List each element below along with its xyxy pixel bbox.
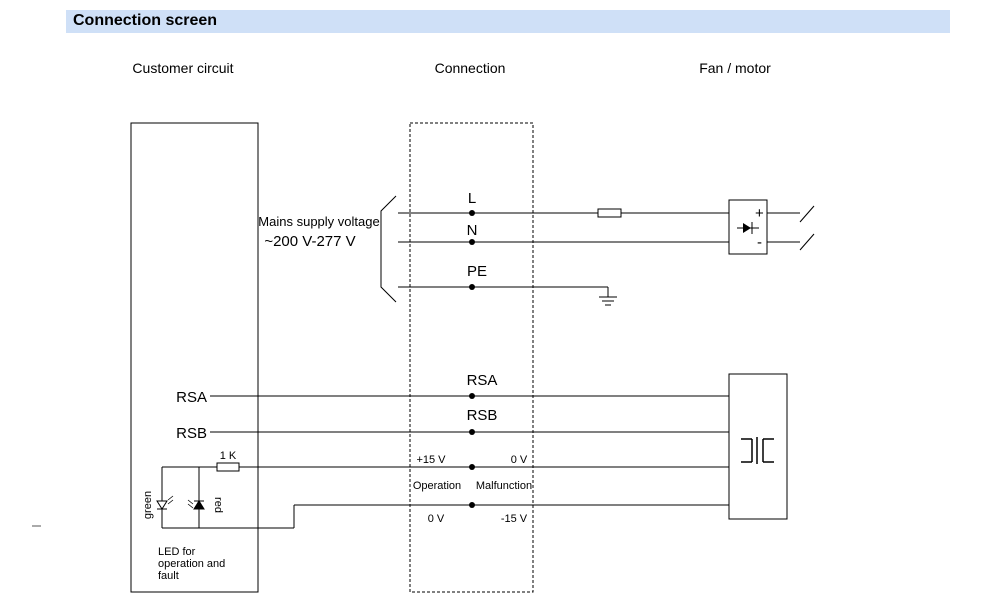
header-connection: Connection: [435, 60, 506, 76]
diode-icon: [737, 222, 759, 234]
terminal-N-dot: [469, 239, 475, 245]
relay-0v-bottom-label: 0 V: [428, 513, 445, 525]
terminal-N-label: N: [467, 222, 478, 239]
green-led-icon: [156, 495, 174, 510]
terminal-RSB-dot: [469, 429, 475, 435]
relay-malfunction-label: Malfunction: [476, 480, 532, 492]
resistor-label: 1 K: [220, 450, 237, 462]
motor-minus-label: -: [757, 234, 762, 251]
mains-bracket: [380, 195, 397, 303]
green-led-label: green: [142, 491, 154, 519]
mains-voltage-label: ~200 V-277 V: [264, 233, 355, 250]
motor-control-box: [728, 373, 788, 520]
terminal-signal-dot: [469, 464, 475, 470]
relay-plus15-label: +15 V: [416, 454, 446, 466]
customer-rsa-label: RSA: [176, 389, 207, 406]
header-fan-motor: Fan / motor: [699, 60, 771, 76]
terminal-RSB-label: RSB: [467, 407, 498, 424]
customer-circuit-box: [130, 122, 259, 593]
header-customer-circuit: Customer circuit: [132, 60, 233, 76]
red-led-icon: [187, 499, 205, 510]
connection-terminal-box: [409, 122, 534, 593]
page-title: Connection screen: [73, 12, 218, 29]
resistor: [216, 462, 240, 472]
led-description-line2: operation and: [158, 558, 225, 570]
terminal-RSA-dot: [469, 393, 475, 399]
red-led-label: red: [212, 497, 224, 513]
led-description-line3: fault: [158, 570, 179, 582]
isolator-icon: [741, 437, 774, 464]
led-description-line1: LED for: [158, 546, 196, 558]
motor-break-plus: [799, 205, 815, 223]
fuse: [597, 208, 622, 218]
terminal-PE-label: PE: [467, 263, 487, 280]
relay-minus15-label: -15 V: [501, 513, 528, 525]
ground-icon: [599, 296, 617, 306]
customer-rsb-label: RSB: [176, 425, 207, 442]
terminal-L-label: L: [468, 190, 476, 207]
title-bar: Connection screen: [66, 10, 950, 33]
terminal-PE-dot: [469, 284, 475, 290]
relay-operation-label: Operation: [413, 480, 461, 492]
terminal-L-dot: [469, 210, 475, 216]
terminal-return-dot: [469, 502, 475, 508]
terminal-RSA-label: RSA: [467, 372, 498, 389]
motor-break-minus: [799, 233, 815, 251]
motor-plus-label: +: [755, 205, 764, 222]
mains-supply-label: Mains supply voltage: [258, 214, 379, 229]
relay-0v-top-label: 0 V: [511, 454, 528, 466]
